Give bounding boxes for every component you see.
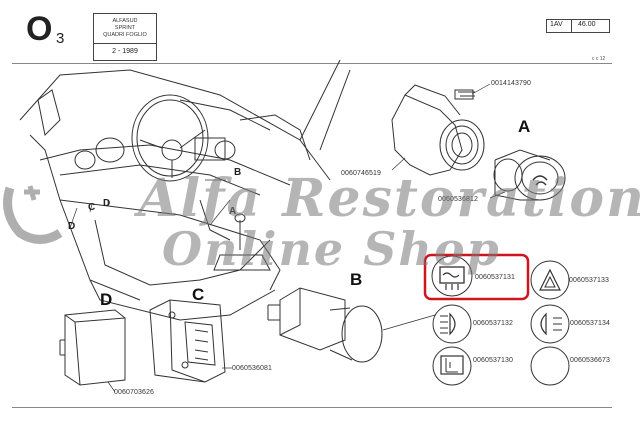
title-line: SPRINT bbox=[114, 25, 136, 31]
label-d-small: D bbox=[103, 198, 111, 209]
switch-c-drawing bbox=[149, 299, 232, 383]
lighter-assembly-drawing bbox=[391, 83, 566, 201]
part-number-switch-c: 0060536081 bbox=[232, 365, 272, 372]
part-number-hazard: 0060537133 bbox=[569, 277, 609, 284]
part-number-front-fog: 0060537132 bbox=[473, 320, 513, 327]
leader-lines bbox=[69, 179, 231, 229]
label-d-small-2: D bbox=[68, 221, 76, 232]
header-rule bbox=[12, 63, 612, 64]
label-c-main: C bbox=[192, 285, 205, 304]
part-number-rear-defrost: 0060537131 bbox=[475, 274, 515, 281]
part-number-switch-d: 0060703626 bbox=[114, 389, 154, 396]
part-number-lighter-knob: 0060536812 bbox=[438, 196, 478, 203]
dashboard-drawing bbox=[19, 59, 351, 321]
title-date: 2 - 1989 bbox=[94, 43, 156, 60]
blank-button-icon bbox=[530, 346, 570, 386]
label-b-main: B bbox=[350, 270, 363, 289]
watermark-line-2: Online Shop bbox=[162, 222, 501, 276]
rear-fog-lamp-icon bbox=[530, 304, 570, 344]
label-a-small: A bbox=[229, 206, 237, 217]
part-number-bulb: 0014143790 bbox=[491, 80, 531, 87]
watermark-line-1: Alfa Restoration bbox=[138, 168, 640, 229]
reference-label: 1AV bbox=[550, 21, 563, 28]
watermark-logo bbox=[3, 185, 63, 244]
symbol-grid bbox=[431, 255, 570, 386]
label-b-small: B bbox=[234, 167, 242, 178]
heated-seat-icon bbox=[432, 346, 472, 386]
label-c-small: C bbox=[88, 202, 96, 213]
sheet-code-sub: 3 bbox=[56, 30, 65, 47]
title-line: QUADRI FOGLIO bbox=[103, 32, 147, 38]
title-line: ALFASUD bbox=[112, 18, 138, 24]
label-d-main: D bbox=[100, 290, 113, 309]
divider bbox=[571, 20, 572, 32]
part-number-lighter-socket: 0060746519 bbox=[341, 170, 381, 177]
sheet-code: O bbox=[26, 10, 53, 48]
highlight-frame bbox=[423, 253, 530, 301]
part-number-heated-seat: 0060537130 bbox=[473, 357, 513, 364]
page-mark: c c 12 bbox=[592, 56, 606, 62]
hazard-triangle-icon bbox=[530, 260, 570, 300]
switch-d-drawing bbox=[59, 309, 126, 393]
title-box: ALFASUD SPRINT QUADRI FOGLIO 2 - 1989 bbox=[93, 13, 157, 61]
front-fog-lamp-icon bbox=[432, 304, 472, 344]
label-a-main: A bbox=[518, 117, 531, 136]
part-number-rear-fog: 0060537134 bbox=[570, 320, 610, 327]
part-number-blank: 0060536673 bbox=[570, 357, 610, 364]
switch-b-drawing bbox=[267, 287, 436, 363]
gear-lever-drawing bbox=[199, 199, 271, 271]
steering-wheel-drawing bbox=[74, 94, 236, 182]
reference-box: 1AV 46.00 bbox=[546, 19, 610, 33]
reference-value: 46.00 bbox=[578, 21, 596, 28]
footer-rule bbox=[12, 407, 612, 408]
